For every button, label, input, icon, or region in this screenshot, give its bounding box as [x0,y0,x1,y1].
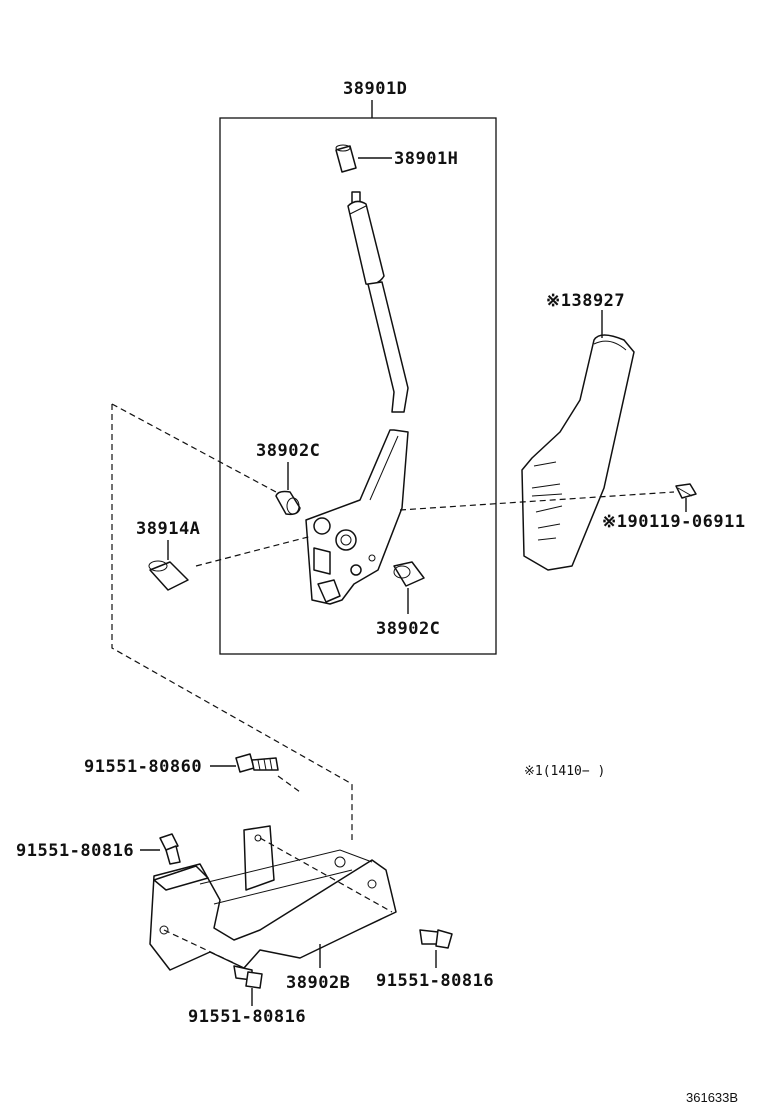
label-bushing-lower: 38902C [376,619,440,639]
knob-cap-part [335,144,357,173]
collar-part [148,560,189,591]
label-bolt-bottom: 91551-80816 [188,1007,306,1027]
collar-axis [195,535,313,567]
label-lever-assy: 38901D [343,79,407,99]
screw-axis [399,491,675,511]
bolt-right-part [419,929,453,949]
label-knob-cap: 38901H [394,149,458,169]
label-bracket: 38902B [286,973,350,993]
screw-part [675,483,697,499]
label-bolt-right: 91551-80816 [376,971,494,991]
bushing-upper-part [275,490,301,516]
cover-part [521,334,635,571]
label-screw: ※190119-06911 [602,512,746,532]
bracket-axis-right [259,837,393,913]
label-bolt-top: 91551-80860 [84,757,202,777]
bracket-axis-left [163,929,237,965]
label-bushing-upper: 38902C [256,441,320,461]
note-text: ※1(1410− ) [524,764,605,779]
bracket-part [149,825,397,971]
bolt-bottom-part [233,965,263,989]
label-cover: ※138927 [546,291,625,311]
dash-lower [111,404,353,840]
lever-part [305,191,409,605]
bolt-left-part [159,833,181,865]
label-collar: 38914A [136,519,200,539]
dash-upper [111,403,277,493]
assembly-box [219,117,497,655]
figure-id: 361633B [686,1090,738,1105]
bushing-lower-part [393,561,425,587]
bolt-top-axis [277,775,301,793]
bolt-top-part [235,753,279,773]
label-bolt-left: 91551-80816 [16,841,134,861]
